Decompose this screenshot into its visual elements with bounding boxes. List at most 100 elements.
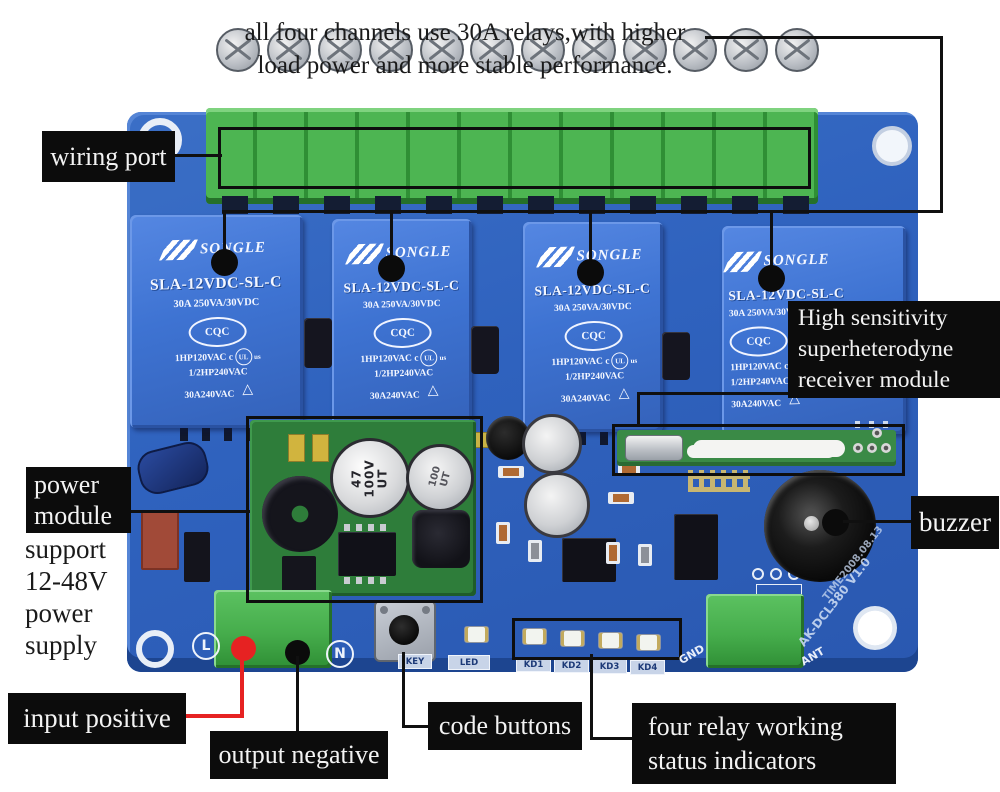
callout-dot <box>577 259 604 286</box>
toroid-inductor <box>262 476 338 552</box>
smd-resistor <box>618 464 640 475</box>
led-indicator <box>636 634 661 651</box>
terminal-screw <box>267 28 311 72</box>
smd-resistor <box>496 522 510 544</box>
code-button <box>374 600 436 662</box>
terminal-screw <box>216 28 260 72</box>
callout-line <box>402 652 405 728</box>
electrolytic-capacitor <box>522 414 582 474</box>
top-note: all four channels use 30A relays,with hi… <box>185 16 745 82</box>
saw-filter <box>693 440 845 457</box>
capacitor <box>662 332 690 380</box>
antenna-terminal <box>706 594 804 668</box>
terminal-screw <box>572 28 616 72</box>
silk-kd4: KD4 <box>630 660 665 675</box>
capacitor <box>471 326 499 374</box>
receiver-pin <box>853 443 863 453</box>
terminal-screw <box>470 28 514 72</box>
callout-line <box>590 737 634 740</box>
callout-line <box>296 656 299 734</box>
receiver-pin <box>867 443 877 453</box>
silk-kd2: KD2 <box>554 658 589 673</box>
terminal-screw <box>521 28 565 72</box>
receiver-pin <box>881 443 891 453</box>
receiver-label: High sensitivity superheterodyne receive… <box>788 301 1000 398</box>
ul-logo-icon: UL <box>234 348 253 366</box>
electrolytic-capacitor <box>524 472 590 538</box>
callout-line <box>705 36 943 39</box>
mounting-hole <box>136 630 174 668</box>
warning-triangle-icon: △ <box>618 385 630 401</box>
terminal-screw <box>775 28 819 72</box>
callout-line-red <box>184 714 244 718</box>
power-support-note: support 12-48V power supply <box>25 534 108 660</box>
silk-N: N <box>326 640 354 668</box>
input-positive-label: input positive <box>8 693 186 744</box>
callout-line <box>223 210 226 255</box>
callout-line <box>390 210 393 260</box>
songle-logo-icon <box>536 246 575 268</box>
callout-line <box>770 210 773 270</box>
terminal-screw <box>623 28 667 72</box>
silk-L: L <box>192 632 220 660</box>
rf-receiver-module <box>617 421 896 466</box>
status-indicators-label: four relay working status indicators <box>632 703 896 784</box>
terminal-screw <box>673 28 717 72</box>
power-module-pcb: 47 100V UT 100 UT <box>250 420 476 596</box>
capacitor <box>304 318 332 368</box>
ul-logo-icon: UL <box>420 349 438 367</box>
led-indicator <box>522 628 547 645</box>
diode-component <box>184 532 210 582</box>
power-inductor <box>412 510 470 568</box>
mounting-hole <box>853 606 897 650</box>
silk-led: LED <box>448 655 490 670</box>
ic-chip <box>674 514 718 580</box>
smd-resistor <box>608 492 634 504</box>
buzzer-label: buzzer <box>911 496 999 549</box>
terminal-screw <box>318 28 362 72</box>
terminal-screw <box>724 28 768 72</box>
status-led-highlight <box>512 618 682 660</box>
callout-line <box>637 392 790 395</box>
transistor <box>282 556 316 592</box>
relay-2: SONGLE SLA-12VDC-SL-C 30A 250VA/30VDC CQ… <box>332 219 472 430</box>
smd-resistor <box>498 466 524 478</box>
output-negative-label: output negative <box>210 731 388 779</box>
relay-3: SONGLE SLA-12VDC-SL-C 30A 250VA/30VDC CQ… <box>523 222 663 432</box>
terminal-screw <box>369 28 413 72</box>
regulator-ic <box>338 524 396 584</box>
callout-line <box>589 210 592 264</box>
crystal-oscillator <box>625 435 683 461</box>
led-indicator <box>464 626 489 643</box>
buzzer-component <box>764 470 876 582</box>
callout-line <box>175 154 222 157</box>
cqc-logo-icon: CQC <box>373 317 432 349</box>
warning-triangle-icon: △ <box>427 382 439 398</box>
resistor-component <box>141 510 179 570</box>
smd-capacitor <box>312 434 329 462</box>
callout-line <box>637 392 640 426</box>
mounting-hole <box>872 126 912 166</box>
smd-capacitor <box>288 434 305 462</box>
warning-triangle-icon: △ <box>242 381 254 397</box>
cqc-logo-icon: CQC <box>564 320 623 352</box>
cqc-logo-icon: CQC <box>729 325 789 358</box>
callout-line <box>590 654 593 740</box>
terminal-strip-tabs <box>210 196 818 214</box>
smd-resistor <box>528 540 542 562</box>
terminal-screw <box>420 28 464 72</box>
wiring-port-highlight <box>218 127 811 189</box>
silk-key: KEY <box>398 654 432 669</box>
code-buttons-label: code buttons <box>428 702 582 750</box>
callout-line <box>222 210 943 213</box>
callout-dot <box>211 249 238 276</box>
receiver-pin <box>872 428 882 438</box>
top-note-line2: load power and more stable performance. <box>257 52 673 79</box>
callout-dot <box>378 255 405 282</box>
led-indicator <box>560 630 585 647</box>
callout-line-red <box>240 650 244 718</box>
callout-line <box>940 36 943 213</box>
smd-resistor <box>638 544 652 566</box>
top-note-line1: all four channels use 30A relays,with hi… <box>244 19 686 46</box>
